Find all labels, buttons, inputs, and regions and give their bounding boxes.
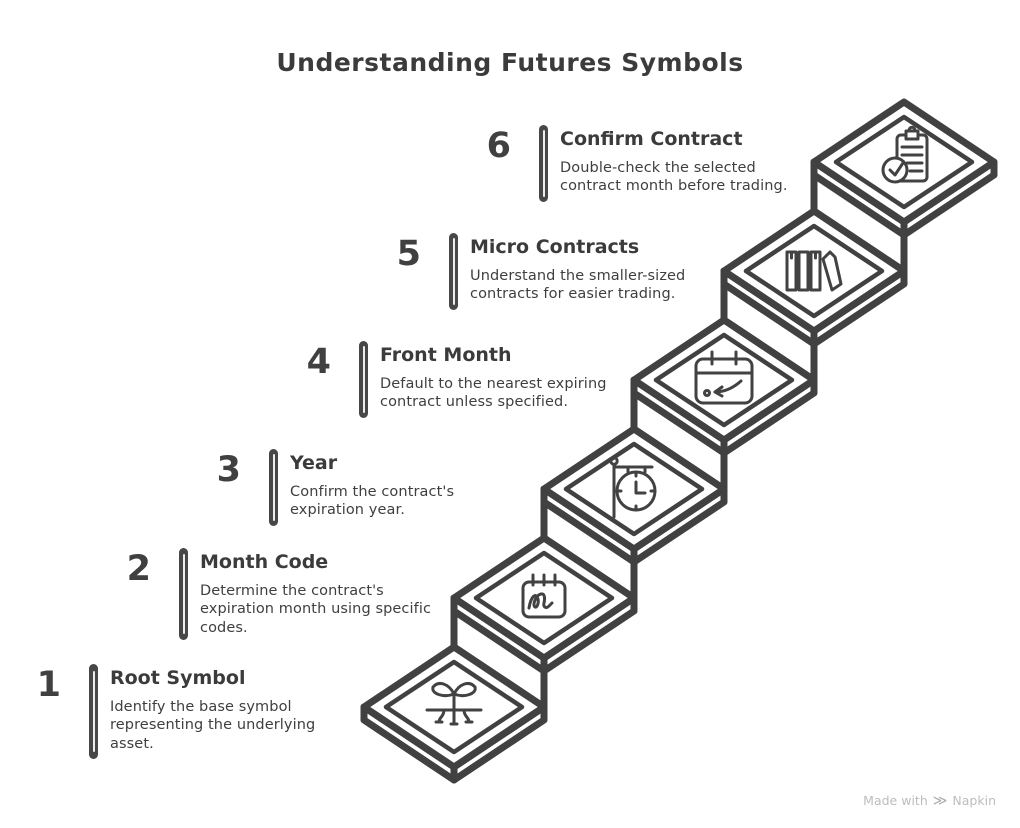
step-accent-bar — [359, 341, 368, 418]
step-description: Double-check the selected contract month… — [560, 159, 788, 195]
clipboard-check-icon — [881, 125, 929, 184]
step-platform-3 — [540, 425, 728, 566]
step-description: Identify the base symbol representing th… — [110, 698, 316, 752]
step-title: Confirm Contract — [560, 128, 743, 150]
page-title: Understanding Futures Symbols — [276, 48, 744, 77]
step-accent-bar — [269, 449, 278, 526]
notepad-scribble-icon — [521, 573, 567, 619]
step-number: 2 — [126, 549, 151, 589]
step-title: Front Month — [380, 344, 512, 366]
step-description: Default to the nearest expiring contract… — [380, 375, 607, 411]
watermark-prefix: Made with — [863, 793, 928, 808]
step-title: Year — [290, 452, 338, 474]
step-platform-5 — [720, 207, 908, 348]
step-accent-bar — [449, 233, 458, 310]
step-description: Determine the contract's expiration mont… — [200, 582, 432, 636]
watermark: Made with ≫ Napkin — [863, 793, 996, 808]
step-title: Root Symbol — [110, 667, 246, 689]
books-icon — [785, 250, 843, 292]
step-title: Month Code — [200, 551, 329, 573]
step-platform-4 — [630, 316, 818, 457]
napkin-logo-icon: ≫ — [932, 792, 948, 809]
step-number: 6 — [486, 126, 511, 166]
step-accent-bar — [179, 548, 188, 640]
step-description: Confirm the contract's expiration year. — [290, 483, 455, 519]
step-accent-bar — [539, 125, 548, 202]
calendar-arrow-icon — [694, 350, 754, 405]
hanging-clock-icon — [609, 456, 657, 519]
step-description: Understand the smaller-sized contracts f… — [470, 267, 686, 303]
step-platform-6 — [810, 98, 998, 239]
sprout-roots-icon — [425, 682, 483, 726]
step-platform-1 — [360, 643, 548, 784]
watermark-brand: Napkin — [952, 793, 996, 808]
step-number: 4 — [306, 342, 331, 382]
step-accent-bar — [89, 664, 98, 759]
step-number: 3 — [216, 450, 241, 490]
step-number: 1 — [36, 665, 61, 705]
step-platform-2 — [450, 534, 638, 675]
step-title: Micro Contracts — [470, 236, 640, 258]
step-number: 5 — [396, 234, 421, 274]
